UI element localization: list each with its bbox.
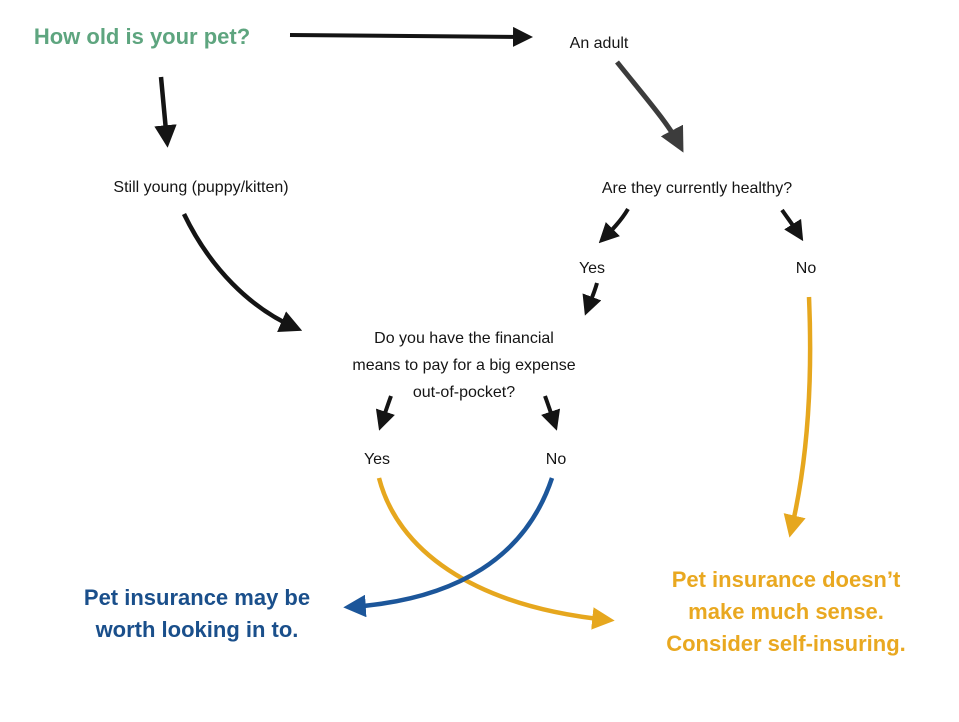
arrow-financial-to-yes: [375, 395, 395, 431]
arrow-healthy-to-no: [780, 208, 804, 242]
arrow-finyes-to-negative: [376, 477, 615, 630]
result-self-insure: Pet insurance doesn’t make much sense. C…: [666, 564, 906, 660]
arrow-root-to-adult: [289, 26, 533, 47]
node-healthy-no: No: [795, 260, 817, 277]
node-financial-yes: Yes: [363, 451, 391, 468]
node-root-question: How old is your pet?: [33, 24, 251, 49]
node-healthy-yes: Yes: [578, 260, 606, 277]
financial-question-line-1: Do you have the financial: [374, 330, 554, 347]
result-negative-line-1: Pet insurance doesn’t: [671, 567, 901, 592]
financial-question-line-3: out-of-pocket?: [412, 384, 516, 401]
result-positive-line-2: worth looking in to.: [95, 617, 299, 642]
node-financial-no: No: [545, 451, 567, 468]
result-insurance-worth-it: Pet insurance may be worth looking in to…: [84, 582, 310, 646]
arrow-healthyno-to-negative: [783, 296, 813, 538]
result-negative-line-3: Consider self-insuring.: [666, 631, 906, 656]
arrow-financial-to-no: [541, 395, 561, 431]
result-positive-line-1: Pet insurance may be: [83, 585, 311, 610]
arrow-adult-to-healthy: [615, 60, 684, 153]
arrow-healthyyes-to-financial: [582, 282, 602, 316]
financial-question-line-2: means to pay for a big expense: [352, 357, 576, 374]
result-negative-line-2: make much sense.: [688, 599, 884, 624]
node-still-young: Still young (puppy/kitten): [113, 179, 289, 196]
node-currently-healthy: Are they currently healthy?: [601, 180, 793, 197]
arrow-healthy-to-yes: [598, 207, 630, 244]
arrow-young-to-financial: [181, 213, 303, 333]
node-financial-question: Do you have the financial means to pay f…: [352, 325, 575, 406]
node-adult: An adult: [569, 35, 629, 52]
arrow-root-to-young: [154, 76, 177, 148]
arrow-finno-to-positive: [343, 477, 555, 618]
